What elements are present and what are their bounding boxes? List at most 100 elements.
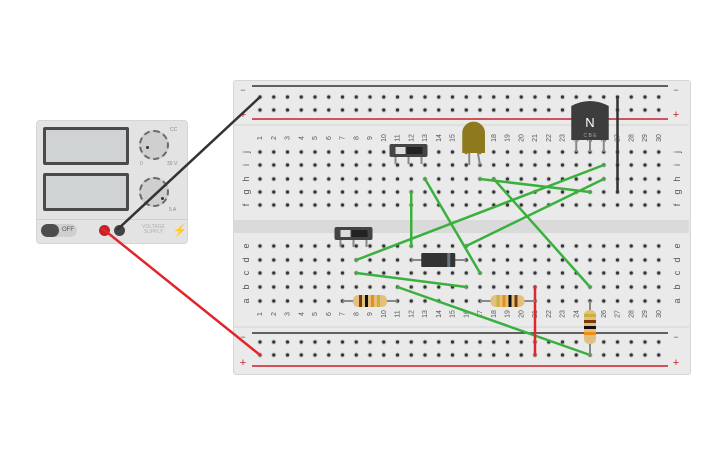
hole[interactable] xyxy=(478,340,482,344)
hole[interactable] xyxy=(464,177,468,181)
hole[interactable] xyxy=(272,190,276,194)
hole[interactable] xyxy=(450,190,455,194)
hole[interactable] xyxy=(409,95,413,99)
hole[interactable] xyxy=(340,258,345,262)
hole[interactable] xyxy=(492,340,496,344)
hole[interactable] xyxy=(547,150,551,154)
hole[interactable] xyxy=(657,285,661,289)
hole[interactable] xyxy=(560,271,565,275)
hole[interactable] xyxy=(299,258,303,262)
hole[interactable] xyxy=(574,340,578,344)
hole[interactable] xyxy=(340,163,345,167)
hole[interactable] xyxy=(272,163,276,167)
hole[interactable] xyxy=(574,258,578,262)
hole[interactable] xyxy=(615,299,620,303)
wire[interactable] xyxy=(355,163,605,262)
hole[interactable] xyxy=(643,177,647,181)
hole[interactable] xyxy=(519,244,523,248)
wire[interactable] xyxy=(465,177,605,248)
hole[interactable] xyxy=(643,285,647,289)
hole[interactable] xyxy=(423,163,427,167)
hole[interactable] xyxy=(299,108,303,112)
hole[interactable] xyxy=(547,108,551,112)
hole[interactable] xyxy=(340,177,345,181)
hole[interactable] xyxy=(258,190,262,194)
hole[interactable] xyxy=(602,190,606,194)
hole[interactable] xyxy=(464,108,468,112)
hole[interactable] xyxy=(272,95,276,99)
hole[interactable] xyxy=(258,299,262,303)
hole[interactable] xyxy=(615,258,620,262)
hole[interactable] xyxy=(258,203,262,207)
hole[interactable] xyxy=(423,244,427,248)
hole[interactable] xyxy=(560,150,565,154)
voltage-knob[interactable] xyxy=(139,130,169,160)
hole[interactable] xyxy=(450,244,455,248)
hole[interactable] xyxy=(519,95,523,99)
hole[interactable] xyxy=(602,299,606,303)
hole[interactable] xyxy=(382,177,386,181)
hole[interactable] xyxy=(299,203,303,207)
hole[interactable] xyxy=(492,353,496,357)
hole[interactable] xyxy=(602,353,606,357)
hole[interactable] xyxy=(643,190,647,194)
hole[interactable] xyxy=(285,95,290,99)
hole[interactable] xyxy=(629,244,633,248)
hole[interactable] xyxy=(437,95,441,99)
hole[interactable] xyxy=(340,285,345,289)
hole[interactable] xyxy=(368,285,372,289)
hole[interactable] xyxy=(657,271,661,275)
hole[interactable] xyxy=(560,285,565,289)
resistor-1[interactable] xyxy=(353,295,387,307)
hole[interactable] xyxy=(437,353,441,357)
hole[interactable] xyxy=(519,353,523,357)
hole[interactable] xyxy=(382,353,386,357)
hole[interactable] xyxy=(643,203,647,207)
hole[interactable] xyxy=(382,150,386,154)
hole[interactable] xyxy=(519,258,523,262)
hole[interactable] xyxy=(437,177,441,181)
hole[interactable] xyxy=(313,190,317,194)
hole[interactable] xyxy=(395,108,400,112)
hole[interactable] xyxy=(478,203,482,207)
hole[interactable] xyxy=(478,285,482,289)
hole[interactable] xyxy=(285,340,290,344)
hole[interactable] xyxy=(382,95,386,99)
hole[interactable] xyxy=(258,285,262,289)
hole[interactable] xyxy=(340,150,345,154)
wire[interactable] xyxy=(423,177,482,275)
hole[interactable] xyxy=(533,244,537,248)
hole[interactable] xyxy=(464,299,468,303)
hole[interactable] xyxy=(615,340,620,344)
hole[interactable] xyxy=(327,150,331,154)
hole[interactable] xyxy=(629,95,633,99)
hole[interactable] xyxy=(423,271,427,275)
hole[interactable] xyxy=(313,244,317,248)
hole[interactable] xyxy=(643,258,647,262)
hole[interactable] xyxy=(327,177,331,181)
hole[interactable] xyxy=(368,108,372,112)
hole[interactable] xyxy=(272,353,276,357)
hole[interactable] xyxy=(657,203,661,207)
hole[interactable] xyxy=(299,95,303,99)
hole[interactable] xyxy=(327,258,331,262)
hole[interactable] xyxy=(560,244,565,248)
hole[interactable] xyxy=(560,190,565,194)
hole[interactable] xyxy=(657,258,661,262)
hole[interactable] xyxy=(285,299,290,303)
hole[interactable] xyxy=(409,177,413,181)
hole[interactable] xyxy=(327,244,331,248)
power-switch[interactable]: OFF xyxy=(41,224,77,237)
hole[interactable] xyxy=(327,340,331,344)
hole[interactable] xyxy=(327,108,331,112)
hole[interactable] xyxy=(629,271,633,275)
hole[interactable] xyxy=(492,163,496,167)
hole[interactable] xyxy=(533,108,537,112)
hole[interactable] xyxy=(574,244,578,248)
hole[interactable] xyxy=(533,177,537,181)
hole[interactable] xyxy=(492,258,496,262)
hole[interactable] xyxy=(629,353,633,357)
hole[interactable] xyxy=(464,190,468,194)
hole[interactable] xyxy=(340,244,345,248)
hole[interactable] xyxy=(492,150,496,154)
